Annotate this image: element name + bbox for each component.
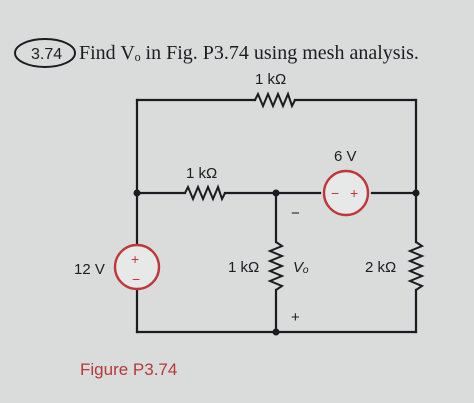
vo-label: Vₒ xyxy=(293,259,309,276)
label-source-12v: 12 V xyxy=(74,261,105,278)
label-resistor-right: 2 kΩ xyxy=(365,259,396,276)
problem-number-oval xyxy=(14,38,76,68)
label-source-6v: 6 V xyxy=(334,148,357,165)
source-12v-plus: + xyxy=(131,251,139,267)
node-right xyxy=(412,189,420,197)
figure-caption: Figure P3.74 xyxy=(80,360,177,379)
source-12v-minus: − xyxy=(132,271,140,287)
problem-statement: Find Vₒ in Fig. P3.74 using mesh analysi… xyxy=(79,42,419,64)
source-6v-minus: − xyxy=(331,185,339,201)
label-resistor-top: 1 kΩ xyxy=(255,71,286,88)
vo-plus-sign: + xyxy=(291,309,300,326)
label-resistor-middle: 1 kΩ xyxy=(186,165,217,182)
resistor-top xyxy=(254,91,296,109)
node-left xyxy=(133,189,141,197)
voltage-source-12v: + − xyxy=(113,243,161,291)
problem-header: 3.74 Find Vₒ in Fig. P3.74 using mesh an… xyxy=(14,38,419,68)
resistor-right xyxy=(407,241,425,291)
label-resistor-vo: 1 kΩ xyxy=(228,259,259,276)
vo-minus-sign: − xyxy=(291,205,300,222)
problem-number: 3.74 xyxy=(31,46,62,63)
resistor-vo xyxy=(267,241,285,291)
node-center-top xyxy=(272,189,280,197)
voltage-source-6v: − + xyxy=(322,169,370,217)
resistor-middle xyxy=(184,184,226,202)
node-center-bottom xyxy=(272,328,280,336)
source-6v-plus: + xyxy=(350,185,358,201)
